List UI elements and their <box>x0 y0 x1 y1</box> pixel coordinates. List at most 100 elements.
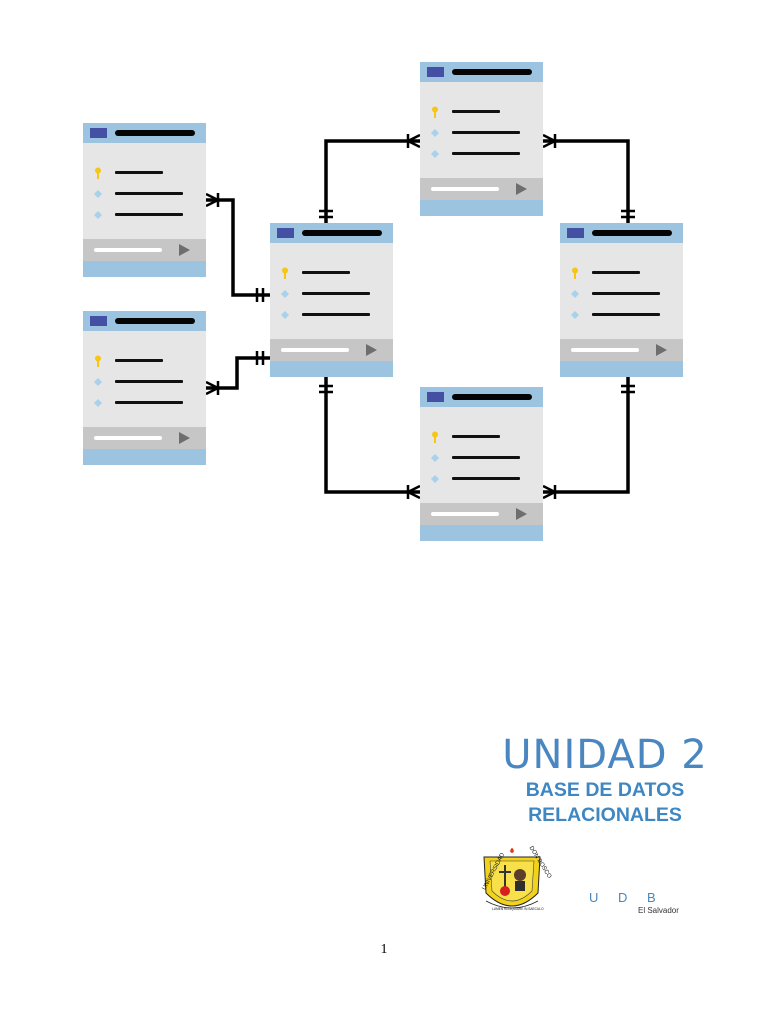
diamond-icon <box>281 290 289 298</box>
play-icon <box>366 344 377 356</box>
play-icon <box>516 183 527 195</box>
key-field-row <box>83 355 206 367</box>
crows-foot-icon <box>542 133 558 149</box>
table-title-bar <box>115 130 195 136</box>
key-field-row <box>560 267 683 279</box>
diamond-icon <box>94 211 102 219</box>
table-title-bar <box>452 69 532 75</box>
field-row <box>420 127 543 139</box>
field-row <box>560 288 683 300</box>
subtitle-line1: BASE DE DATOS <box>525 779 685 801</box>
field-row <box>420 148 543 160</box>
key-icon <box>95 167 101 179</box>
university-seal-icon: UNIVERSIDAD DON BOSCO LUMEN RELIQUIARE I… <box>482 845 552 911</box>
key-field-row <box>420 106 543 118</box>
table-footer <box>560 339 683 361</box>
key-field-row <box>420 431 543 443</box>
table-title-bar <box>115 318 195 324</box>
field-row <box>270 309 393 321</box>
play-icon <box>179 244 190 256</box>
table-footer <box>270 339 393 361</box>
window-icon <box>427 67 444 77</box>
relation-line <box>543 139 630 224</box>
table-header <box>83 123 206 143</box>
crows-foot-icon <box>405 133 421 149</box>
field-row <box>270 288 393 300</box>
relation-line <box>206 356 270 390</box>
field-row <box>560 309 683 321</box>
table-title-bar <box>592 230 672 236</box>
one-bar-icon <box>319 384 333 394</box>
diamond-icon <box>571 290 579 298</box>
diamond-icon <box>431 475 439 483</box>
table-footer <box>83 427 206 449</box>
diamond-icon <box>431 129 439 137</box>
crows-foot-icon <box>205 380 221 396</box>
play-icon <box>516 508 527 520</box>
diamond-icon <box>281 311 289 319</box>
table-header <box>420 62 543 82</box>
table-header <box>560 223 683 243</box>
table-footer <box>420 503 543 525</box>
diamond-icon <box>571 311 579 319</box>
page-number: 1 <box>380 942 388 957</box>
table-footer <box>83 239 206 261</box>
key-icon <box>432 431 438 443</box>
subtitle-line2: RELACIONALES <box>528 804 682 826</box>
table-card <box>83 123 206 277</box>
key-icon <box>95 355 101 367</box>
play-icon <box>179 432 190 444</box>
key-icon <box>432 106 438 118</box>
one-bar-icon <box>255 351 265 365</box>
table-card <box>560 223 683 377</box>
table-card <box>420 387 543 541</box>
table-footer <box>420 178 543 200</box>
crows-foot-icon <box>542 484 558 500</box>
one-bar-icon <box>319 209 333 219</box>
title-block: UNIDAD 2 BASE DE DATOS RELACIONALES <box>490 732 720 828</box>
table-card <box>270 223 393 377</box>
crows-foot-icon <box>405 484 421 500</box>
window-icon <box>277 228 294 238</box>
table-header <box>420 387 543 407</box>
one-bar-icon <box>255 288 265 302</box>
diamond-icon <box>94 190 102 198</box>
er-diagram <box>83 62 683 541</box>
key-icon <box>572 267 578 279</box>
diamond-icon <box>431 454 439 462</box>
diamond-icon <box>94 399 102 407</box>
play-icon <box>656 344 667 356</box>
field-row <box>83 376 206 388</box>
field-row <box>420 473 543 485</box>
field-row <box>420 452 543 464</box>
window-icon <box>90 316 107 326</box>
table-title-bar <box>302 230 382 236</box>
brand-subtext: El Salvador <box>638 906 679 915</box>
one-bar-icon <box>621 209 635 219</box>
unit-title: UNIDAD 2 <box>502 732 708 778</box>
key-icon <box>282 267 288 279</box>
brand-text: U D B <box>589 890 664 905</box>
diamond-icon <box>94 378 102 386</box>
table-title-bar <box>452 394 532 400</box>
relationship-lines <box>205 133 635 500</box>
field-row <box>83 209 206 221</box>
key-field-row <box>270 267 393 279</box>
table-card <box>83 311 206 465</box>
svg-text:LUMEN RELIQUIARE IN SAECULO: LUMEN RELIQUIARE IN SAECULO <box>492 907 544 911</box>
field-row <box>83 188 206 200</box>
one-bar-icon <box>621 384 635 394</box>
table-header <box>83 311 206 331</box>
relation-line <box>324 377 420 494</box>
relation-line <box>206 198 270 297</box>
relation-line <box>324 139 420 224</box>
relation-line <box>543 377 630 494</box>
window-icon <box>90 128 107 138</box>
window-icon <box>427 392 444 402</box>
window-icon <box>567 228 584 238</box>
field-row <box>83 397 206 409</box>
table-card <box>420 62 543 216</box>
crows-foot-icon <box>205 192 221 208</box>
diamond-icon <box>431 150 439 158</box>
key-field-row <box>83 167 206 179</box>
